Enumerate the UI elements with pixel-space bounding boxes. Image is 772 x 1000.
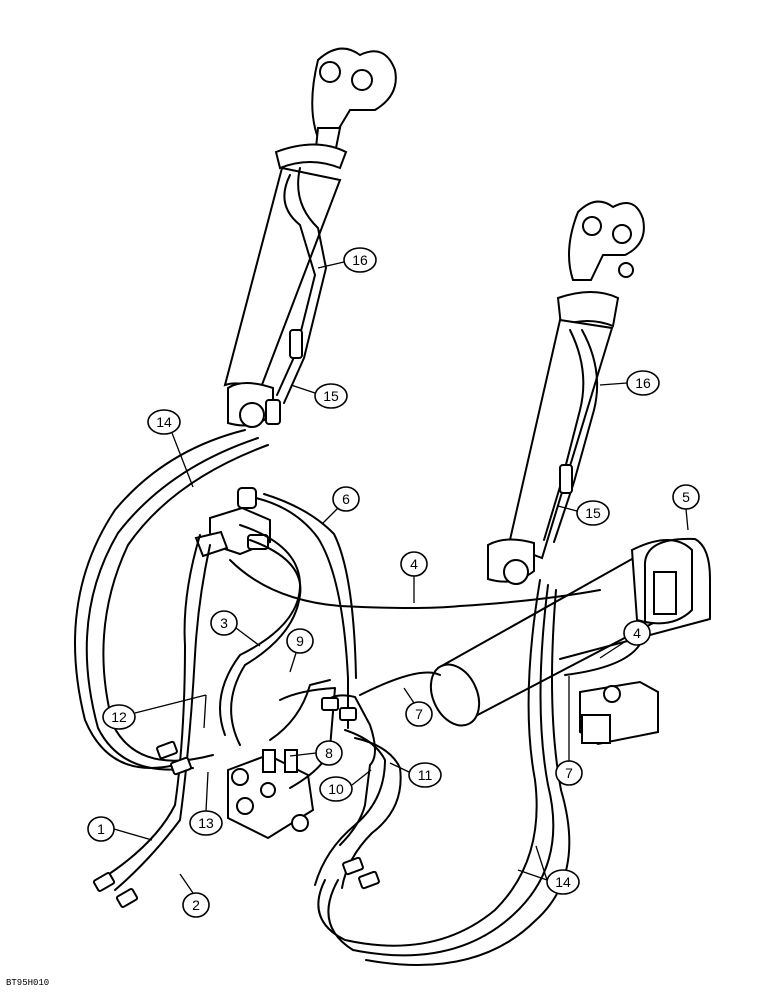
callout-1: 1	[87, 816, 153, 842]
callout-16b-label: 16	[635, 375, 651, 391]
callout-13-label: 13	[198, 815, 214, 831]
callout-10-label: 10	[328, 781, 344, 797]
right-cylinder	[487, 200, 645, 585]
callout-15: 15	[290, 383, 348, 409]
callout-14b-label: 14	[555, 874, 571, 890]
callout-8-label: 8	[325, 745, 333, 761]
callout-2-label: 2	[192, 897, 200, 913]
left-cylinder	[223, 47, 397, 428]
callout-12: 12	[102, 694, 207, 730]
callout-6-label: 6	[342, 491, 350, 507]
right-valve	[559, 537, 711, 746]
callout-4: 4	[400, 551, 428, 603]
callout-2: 2	[179, 873, 210, 918]
callout-16b: 16	[599, 370, 660, 396]
callout-7b: 7	[555, 676, 583, 786]
figure-id: BT95H010	[6, 978, 50, 988]
callout-14: 14	[147, 409, 194, 488]
callout-4b: 4	[599, 620, 651, 659]
callout-15b: 15	[557, 500, 610, 526]
callout-4b-label: 4	[633, 625, 641, 641]
callout-11-label: 11	[418, 767, 433, 783]
callout-3-label: 3	[220, 615, 228, 631]
callout-9-label: 9	[296, 633, 304, 649]
callout-3: 3	[210, 610, 261, 647]
callout-4-label: 4	[410, 556, 418, 572]
callout-15-label: 15	[323, 388, 339, 404]
callout-16-label: 16	[352, 252, 368, 268]
callout-12-label: 12	[111, 709, 127, 725]
control-valve	[227, 749, 315, 840]
callout-10: 10	[319, 769, 372, 802]
callout-5-label: 5	[682, 489, 690, 505]
callout-7b-label: 7	[565, 765, 573, 781]
callout-15b-label: 15	[585, 505, 601, 521]
callout-14b: 14	[517, 845, 580, 895]
callout-16: 16	[317, 247, 377, 273]
hydraulic-hoses	[74, 429, 601, 966]
callouts: 1 2 3 4 4 5 6	[87, 247, 700, 918]
callout-8: 8	[289, 740, 343, 766]
callout-13: 13	[189, 771, 223, 836]
callout-9: 9	[286, 628, 314, 673]
callout-7-label: 7	[415, 706, 423, 722]
frame-crossmember	[429, 539, 693, 727]
callout-6: 6	[321, 486, 360, 525]
callout-7: 7	[403, 687, 433, 727]
callout-11: 11	[389, 762, 442, 788]
callout-1-label: 1	[97, 821, 105, 837]
callout-14-label: 14	[156, 414, 172, 430]
callout-5: 5	[672, 484, 700, 531]
